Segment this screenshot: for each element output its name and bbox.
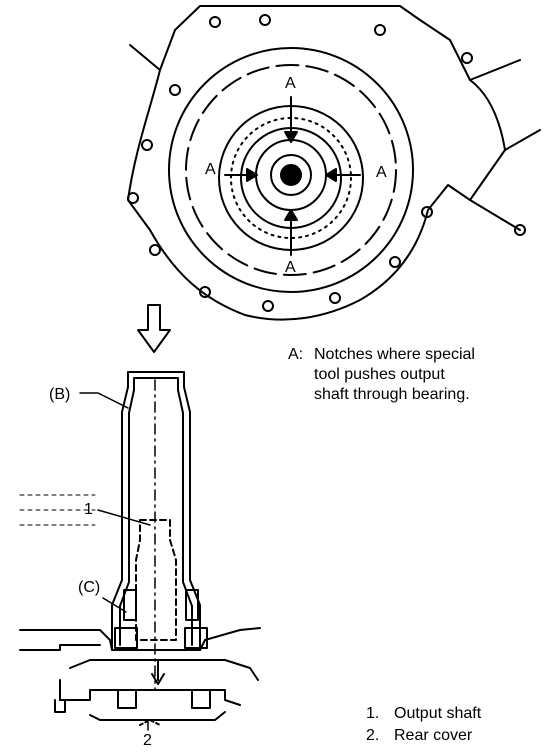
legend-item: 2. Rear cover	[366, 725, 481, 747]
notch-label-bottom: A	[285, 259, 296, 276]
notch-label-right: A	[376, 164, 387, 181]
leader-1	[97, 509, 151, 526]
flange-inner-ring	[185, 64, 397, 276]
leader-b	[79, 392, 129, 409]
legend-item: 1. Output shaft	[366, 703, 481, 725]
housing-right-edge	[469, 59, 541, 231]
case-section	[19, 494, 261, 726]
notch-label-left: A	[205, 161, 216, 178]
note-line: tool pushes output	[314, 366, 445, 383]
legend-text: Rear cover	[394, 727, 473, 744]
shaft-bore	[280, 164, 302, 186]
note-line: Notches where special	[314, 346, 475, 363]
leader-c	[102, 597, 127, 613]
callout-b: (B)	[49, 386, 71, 403]
callout-2: 2	[143, 732, 152, 749]
shaft-hub	[270, 154, 312, 196]
special-tool-b	[111, 371, 201, 691]
notch-arrows	[224, 96, 361, 256]
output-shaft	[135, 519, 177, 641]
legend-text: Output shaft	[394, 705, 482, 722]
legend-num: 2.	[366, 727, 380, 744]
callout-1: 1	[84, 501, 93, 518]
notch-label-top: A	[285, 75, 296, 92]
push-arrow	[137, 304, 171, 353]
note-line: shaft through bearing.	[314, 386, 470, 403]
flange-outer-ring	[168, 47, 414, 293]
note-a: A: Notches where special tool pushes outp…	[288, 345, 475, 405]
parts-legend: 1. Output shaft 2. Rear cover	[366, 703, 481, 747]
legend-num: 1.	[366, 705, 380, 722]
callout-c: (C)	[78, 579, 101, 596]
note-key: A:	[288, 346, 304, 363]
rear-cover-top-view	[127, 5, 541, 321]
